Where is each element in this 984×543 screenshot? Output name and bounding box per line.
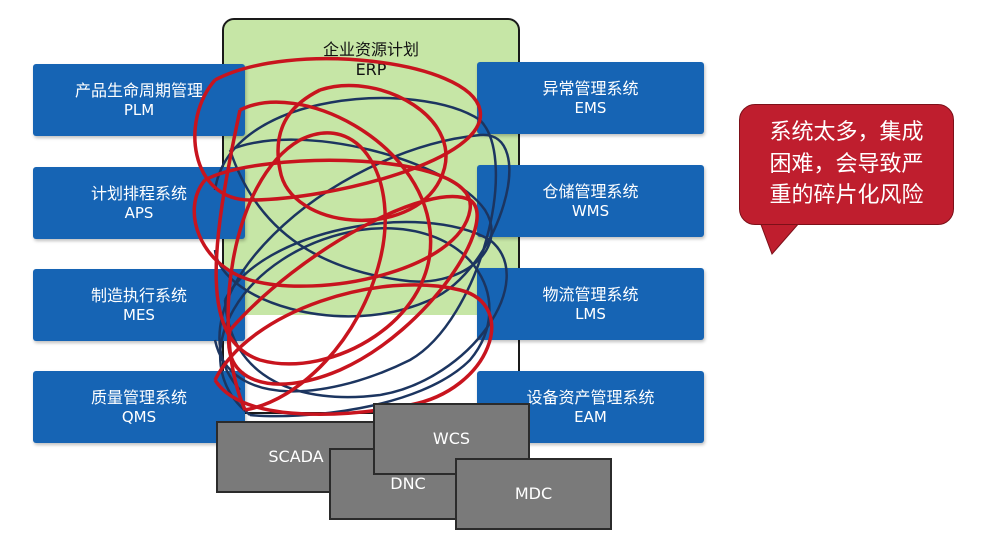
system-abbr: PLM <box>123 100 155 119</box>
system-abbr: DNC <box>390 474 426 493</box>
red-line <box>214 100 433 366</box>
system-name: 质量管理系统 <box>90 387 187 407</box>
system-abbr: EAM <box>574 407 607 426</box>
red-line <box>193 57 482 202</box>
system-box-plm: 产品生命周期管理 PLM <box>33 64 245 136</box>
system-box-ems: 异常管理系统 EMS <box>477 62 704 134</box>
system-box-wms: 仓储管理系统 WMS <box>477 165 704 237</box>
callout-bubble: 系统太多，集成 困难，会导致严 重的碎片化风险 <box>739 104 954 225</box>
erp-abbr: ERP <box>355 60 387 79</box>
red-line <box>227 194 479 386</box>
system-name: 制造执行系统 <box>90 285 187 305</box>
red-line <box>213 283 494 416</box>
system-box-wcs: WCS <box>373 403 530 475</box>
system-abbr: APS <box>124 203 154 222</box>
system-abbr: QMS <box>121 407 157 426</box>
system-box-mdc: MDC <box>455 458 612 530</box>
navy-line <box>213 133 511 391</box>
system-box-qms: 质量管理系统 QMS <box>33 371 245 443</box>
callout-tail-shape <box>759 221 802 255</box>
system-abbr: MES <box>123 305 155 324</box>
callout-line: 困难，会导致严 <box>769 151 924 177</box>
system-abbr: SCADA <box>268 447 324 466</box>
red-line <box>226 131 387 412</box>
system-abbr: LMS <box>575 304 606 323</box>
system-name: 仓储管理系统 <box>542 181 639 201</box>
system-name: 物流管理系统 <box>542 284 639 304</box>
system-name: 产品生命周期管理 <box>74 80 203 100</box>
system-abbr: WCS <box>432 429 471 448</box>
red-line <box>192 158 472 288</box>
system-abbr: WMS <box>571 201 610 220</box>
system-name: 设备资产管理系统 <box>526 387 655 407</box>
red-tangle-lines <box>192 57 494 416</box>
system-abbr: EMS <box>574 98 607 117</box>
system-box-mes: 制造执行系统 MES <box>33 269 245 341</box>
system-abbr: MDC <box>514 484 553 503</box>
callout-line: 系统太多，集成 <box>769 119 924 145</box>
navy-line <box>228 138 493 283</box>
erp-name: 企业资源计划 <box>322 40 419 59</box>
system-box-lms: 物流管理系统 LMS <box>477 268 704 340</box>
system-name: 计划排程系统 <box>90 183 187 203</box>
system-name: 异常管理系统 <box>542 78 639 98</box>
callout-line: 重的碎片化风险 <box>769 183 924 209</box>
